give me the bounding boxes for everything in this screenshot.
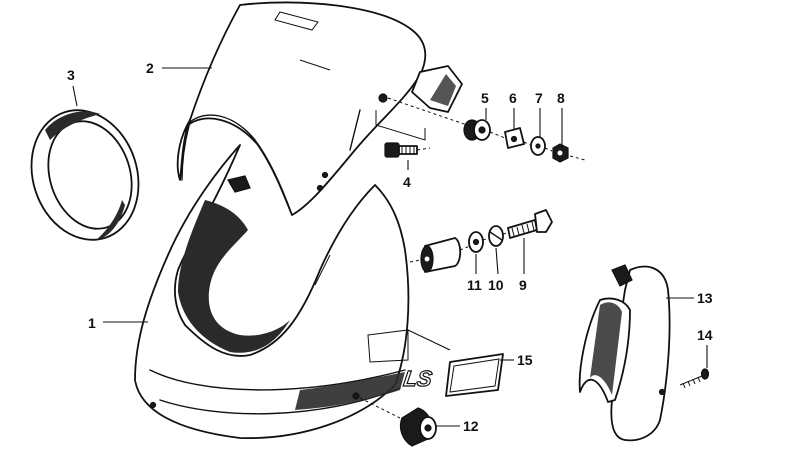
part-15-ls-emblem: LS (401, 353, 504, 397)
callout-3: 3 (67, 67, 75, 83)
callout-1: 1 (88, 315, 96, 331)
callout-13: 13 (697, 290, 713, 306)
leader-lines (72, 67, 708, 427)
part-13-side-cover (578, 264, 671, 442)
callout-2: 2 (146, 60, 154, 76)
part-3-headlight-ring (30, 109, 140, 241)
part-4-bolt (384, 142, 431, 158)
part-11-spacer (420, 237, 462, 273)
part-8-nut (552, 143, 569, 163)
callout-14: 14 (697, 327, 713, 343)
callout-7: 7 (535, 90, 543, 106)
assembly-line-upper (387, 97, 586, 161)
callout-12: 12 (463, 418, 479, 434)
part-6-clip-nut (504, 127, 525, 149)
part-14-screw (679, 368, 710, 389)
callout-labels: 1 2 3 4 5 6 7 8 9 10 11 12 13 14 15 (67, 60, 713, 434)
callout-15: 15 (517, 352, 533, 368)
part-10b-lock-washer (488, 225, 504, 247)
callout-6: 6 (509, 90, 517, 106)
callout-5: 5 (481, 90, 489, 106)
emblem-text: LS (402, 366, 434, 391)
part-9-bolt (507, 209, 553, 239)
callout-11: 11 (467, 277, 482, 293)
callout-4: 4 (403, 174, 411, 190)
assembly-line-middle (409, 232, 509, 263)
part-1-lower-fairing (134, 144, 410, 439)
part-12-rubber-buffer (359, 397, 437, 447)
callout-10: 10 (488, 277, 504, 293)
part-7-washer (530, 136, 546, 156)
part-2-upper-fairing (176, 1, 463, 216)
callout-8: 8 (557, 90, 565, 106)
part-5-rubber-grommet (463, 119, 491, 141)
part-10-washer (468, 231, 484, 253)
assembly-outline-upper (375, 110, 426, 141)
callout-9: 9 (519, 277, 527, 293)
